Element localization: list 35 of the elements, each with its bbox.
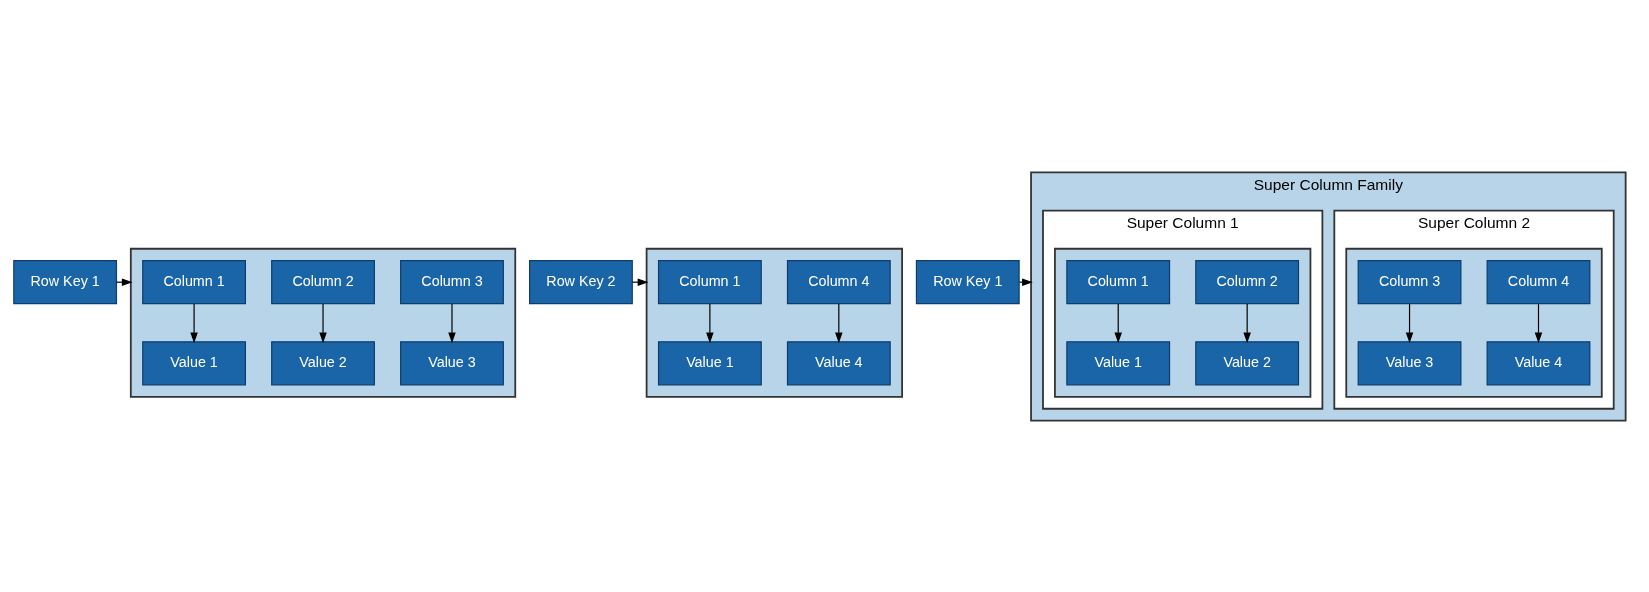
node-box: Row Key 1: [915, 259, 1020, 304]
arrow: [448, 302, 456, 343]
node-box: Column 4: [786, 259, 891, 304]
cluster: [129, 247, 517, 398]
node-box: Value 1: [1066, 340, 1171, 385]
node-box: Value 4: [786, 340, 891, 385]
node-box: Column 1: [657, 259, 762, 304]
node-box: Value 2: [271, 340, 375, 385]
node-box: Column 4: [1486, 259, 1591, 304]
node-box: Column 3: [1357, 259, 1462, 304]
node-box: Value 3: [400, 340, 504, 385]
arrow: [1018, 277, 1033, 286]
node-box: Value 4: [1486, 340, 1591, 385]
cluster: [1345, 247, 1603, 398]
node-box: Row Key 2: [529, 259, 633, 304]
arrow: [706, 302, 714, 343]
arrow: [1534, 302, 1543, 343]
arrow: [1114, 302, 1122, 343]
cluster: [645, 247, 903, 398]
node-box: Value 2: [1195, 340, 1300, 385]
node-box: Value 1: [657, 340, 762, 385]
node-box: Column 2: [1195, 259, 1300, 304]
node-box: Column 1: [142, 259, 247, 304]
arrow: [835, 302, 843, 343]
node-box: Row Key 1: [13, 259, 118, 304]
node-box: Column 2: [271, 259, 375, 304]
node-box: Value 1: [142, 340, 247, 385]
node-box: Column 3: [400, 259, 504, 304]
arrow: [1405, 302, 1414, 343]
node-box: Value 3: [1357, 340, 1462, 385]
arrow: [1243, 302, 1251, 343]
cluster: [1054, 247, 1312, 398]
node-box: Column 1: [1066, 259, 1171, 304]
arrow: [190, 302, 198, 343]
arrow: [319, 302, 327, 343]
